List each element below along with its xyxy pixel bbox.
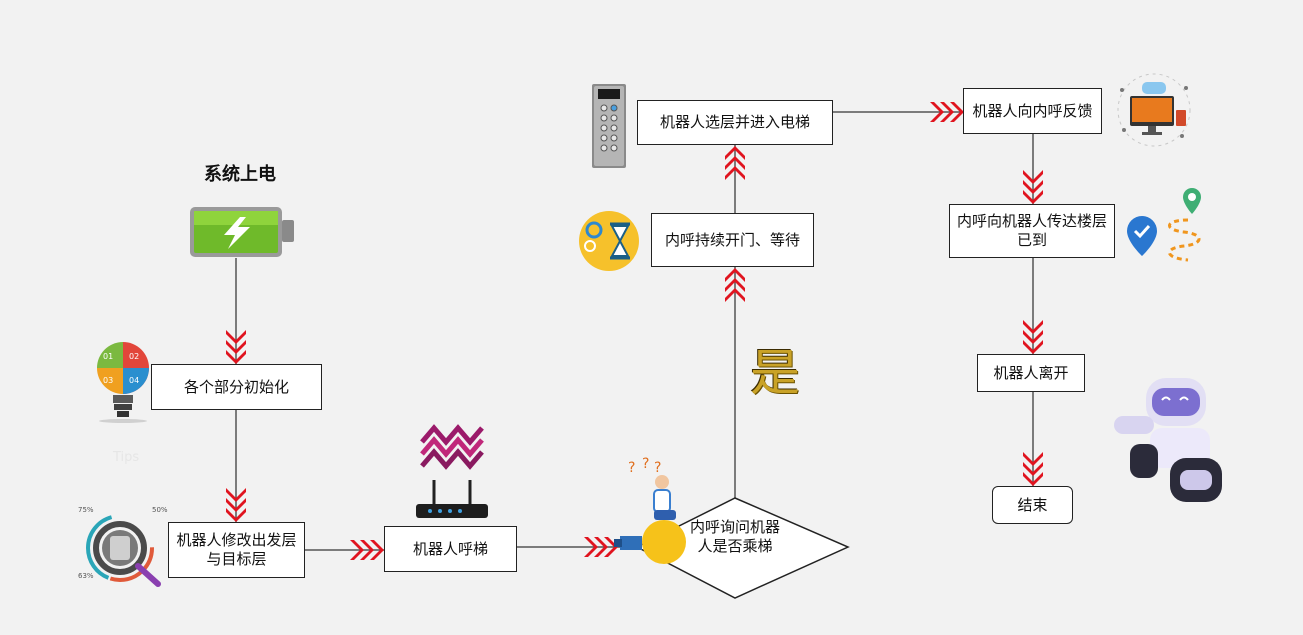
devices-feedback-icon: [1112, 70, 1196, 150]
gauge-label-50: 50%: [152, 506, 168, 514]
start-title: 系统上电: [204, 164, 276, 185]
puzzle-label-04: 04: [129, 376, 140, 385]
node-robot-leave: 机器人离开: [977, 354, 1085, 392]
arrow-down-modify: [226, 488, 246, 522]
node-hold-door: 内呼持续开门、等待: [651, 213, 814, 267]
node-end: 结束: [992, 486, 1073, 524]
arrow-up-hold-chevron: [725, 278, 745, 292]
puzzle-label-03: 03: [103, 376, 114, 385]
arrow-down-notify-chevron: [1023, 190, 1043, 204]
decision-diamond: [635, 497, 850, 599]
arrow-down-init-chevron: [226, 340, 246, 354]
node-call-elevator: 机器人呼梯: [384, 526, 517, 572]
arrow-right-call-chevron: [350, 540, 364, 560]
svg-text:?: ?: [654, 460, 661, 476]
arrow-down-end-chevron: [1023, 462, 1043, 476]
arrow-right-feedback: [930, 102, 964, 122]
gauge-label-75: 75%: [78, 506, 94, 514]
arrow-up-select-chevron: [725, 166, 745, 180]
robot-icon: [1110, 374, 1226, 504]
arrow-right-ask-chevron: [594, 537, 608, 557]
arrow-down-end-chevron: [1023, 472, 1043, 486]
arrow-markers: [226, 102, 1043, 560]
arrow-right-feedback-chevron: [950, 102, 964, 122]
puzzle-label-01: 01: [103, 352, 114, 361]
svg-text:?: ?: [628, 460, 635, 476]
arrow-down-modify-chevron: [226, 488, 246, 502]
arrow-down-init-chevron: [226, 350, 246, 364]
svg-text:?: ?: [642, 456, 649, 472]
arrow-down-modify-chevron: [226, 498, 246, 512]
arrow-up-select: [725, 146, 745, 180]
arrow-down-end-chevron: [1023, 452, 1043, 466]
node-modify-floor: 机器人修改出发层与目标层: [168, 522, 305, 578]
arrow-right-ask-chevron: [584, 537, 598, 557]
gauge-label-63: 63%: [78, 572, 94, 580]
arrow-up-hold-chevron: [725, 268, 745, 282]
tips-label: Tips: [113, 450, 140, 465]
arrow-down-leave-chevron: [1023, 330, 1043, 344]
arrow-down-init: [226, 330, 246, 364]
node-init: 各个部分初始化: [151, 364, 322, 410]
arrow-up-select-chevron: [725, 146, 745, 160]
battery-charging-icon: [188, 203, 298, 259]
arrow-down-notify-chevron: [1023, 170, 1043, 184]
arrow-down-leave-chevron: [1023, 320, 1043, 334]
gear-hourglass-icon: [578, 210, 640, 272]
arrow-up-hold-chevron: [725, 288, 745, 302]
analysis-magnifier-icon: 75% 50% 63%: [78, 506, 168, 588]
arrow-down-leave: [1023, 320, 1043, 354]
puzzle-bulb-icon: 01 02 03 04: [93, 340, 153, 425]
arrow-up-hold: [725, 268, 745, 302]
arrow-down-init-chevron: [226, 330, 246, 344]
arrow-right-call: [350, 540, 384, 560]
arrow-right-call-chevron: [360, 540, 374, 560]
arrow-right-feedback-chevron: [940, 102, 954, 122]
puzzle-label-02: 02: [129, 352, 140, 361]
thinking-person-bulb-icon: ? ? ?: [610, 456, 696, 566]
arrow-down-end: [1023, 452, 1043, 486]
arrow-down-leave-chevron: [1023, 340, 1043, 354]
arrow-down-modify-chevron: [226, 508, 246, 522]
arrow-up-select-chevron: [725, 156, 745, 170]
node-select-floor: 机器人选层并进入电梯: [637, 100, 833, 145]
yes-label: 是: [750, 344, 800, 402]
wifi-router-icon: [412, 420, 492, 522]
route-pin-icon: [1124, 186, 1208, 268]
elevator-keypad-icon: [592, 84, 626, 168]
arrow-down-notify-chevron: [1023, 180, 1043, 194]
arrow-right-feedback-chevron: [930, 102, 944, 122]
arrow-down-notify: [1023, 170, 1043, 204]
node-notify-arrived: 内呼向机器人传达楼层已到: [949, 204, 1115, 258]
node-ask-ride: 内呼询问机器人是否乘梯: [689, 518, 780, 555]
arrow-right-call-chevron: [370, 540, 384, 560]
node-feedback: 机器人向内呼反馈: [963, 88, 1102, 134]
